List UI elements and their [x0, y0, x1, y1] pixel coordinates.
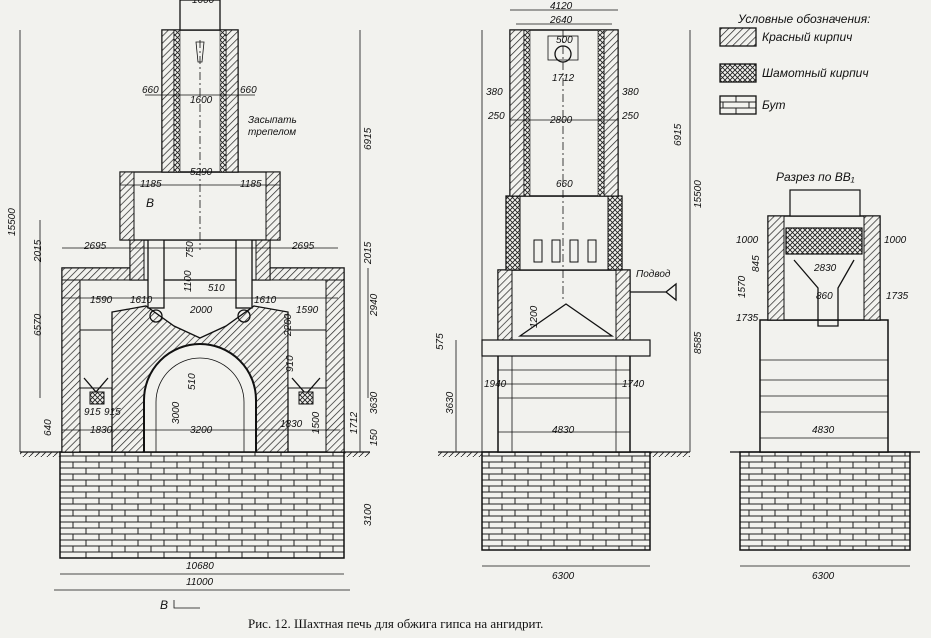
figure-caption: Рис. 12. Шахтная печь для обжига гипса н…	[248, 616, 544, 631]
section-view	[730, 189, 920, 567]
dim-6300-section: 6300	[812, 571, 835, 582]
dim-6300-side: 6300	[552, 571, 575, 582]
dim-640: 640	[43, 419, 54, 436]
dim-15500-side: 15500	[693, 180, 704, 208]
dim-4830-section: 4830	[812, 425, 835, 436]
dim-915-b: 915	[104, 407, 121, 418]
dim-10680: 10680	[186, 561, 214, 572]
dim-1735-left: 1735	[736, 313, 759, 324]
dim-1940: 1940	[484, 379, 507, 390]
dim-1610-right: 1610	[254, 295, 277, 306]
section-mark-b1: В	[160, 598, 169, 612]
dim-15500-front: 15500	[7, 208, 18, 236]
dim-3630-front: 3630	[369, 391, 380, 414]
fill-note-line1: Засыпать	[248, 115, 297, 126]
dim-11000: 11000	[186, 577, 214, 588]
legend-title: Условные обозначения:	[738, 12, 871, 26]
dim-3630-side: 3630	[445, 391, 456, 414]
dim-1185-left: 1185	[140, 179, 162, 190]
dim-510-a: 510	[208, 283, 225, 294]
dim-2695-left: 2695	[84, 241, 107, 252]
side-foundation	[481, 451, 651, 551]
dim-2015-right: 2015	[363, 241, 374, 264]
dim-2940: 2940	[369, 293, 380, 316]
dim-1100: 1100	[183, 270, 194, 292]
dim-1590-right: 1590	[296, 305, 319, 316]
dim-150: 150	[369, 429, 380, 446]
section-title: Разрез по ВВ₁	[776, 170, 855, 184]
dim-915-a: 915	[84, 407, 101, 418]
dim-2800: 2800	[550, 115, 573, 126]
dim-1740: 1740	[622, 379, 645, 390]
dim-1830-left: 1830	[90, 425, 113, 436]
dim-2200: 2200	[283, 313, 294, 336]
dim-1735-right: 1735	[886, 291, 909, 302]
legend	[719, 27, 757, 115]
dim-4830-side: 4830	[552, 425, 575, 436]
dim-8585: 8585	[693, 331, 704, 354]
dim-6570: 6570	[33, 313, 44, 336]
dim-1500: 1500	[311, 411, 322, 434]
dim-1570: 1570	[737, 275, 748, 298]
dim-250-right: 250	[622, 111, 639, 122]
dim-380-left: 380	[486, 87, 503, 98]
dim-845: 845	[751, 255, 762, 272]
dim-660-side: 660	[556, 179, 573, 190]
dim-4120: 4120	[550, 1, 573, 12]
dim-575: 575	[435, 333, 446, 350]
dim-660-right: 660	[240, 85, 257, 96]
dim-1712-side: 1712	[552, 73, 575, 84]
dim-380-right: 380	[622, 87, 639, 98]
dim-2640: 2640	[550, 15, 573, 26]
legend-swatch-red-brick	[719, 27, 757, 47]
dim-860: 860	[816, 291, 833, 302]
legend-swatch-chamotte-brick	[719, 63, 757, 83]
legend-label-red-brick: Красный кирпич	[762, 30, 853, 44]
dim-1185-right: 1185	[240, 179, 262, 190]
dim-1000-right: 1000	[884, 235, 907, 246]
dim-660-left: 660	[142, 85, 159, 96]
dim-2695-right: 2695	[292, 241, 315, 252]
dim-1712: 1712	[349, 411, 360, 434]
dim-1830-right: 1830	[280, 419, 303, 430]
dim-1610-left: 1610	[130, 295, 153, 306]
supply-note: Подвод	[636, 269, 671, 280]
dim-750: 750	[185, 241, 196, 258]
fill-note-line2: трепелом	[248, 127, 297, 138]
dim-front-top: 1600	[192, 0, 215, 6]
dim-1200: 1200	[529, 305, 540, 328]
dim-2830: 2830	[814, 263, 837, 274]
section-foundation	[739, 451, 911, 551]
legend-label-rubble: Бут	[762, 98, 786, 112]
front-elevation	[19, 0, 370, 609]
dim-5290: 5290	[190, 167, 213, 178]
front-foundation	[59, 451, 345, 559]
dim-2000: 2000	[190, 305, 213, 316]
dim-500: 500	[556, 35, 573, 46]
dim-3100: 3100	[363, 503, 374, 526]
dim-1590-left: 1590	[90, 295, 113, 306]
side-elevation	[438, 9, 691, 567]
legend-swatch-rubble	[719, 95, 757, 115]
dim-6915-front: 6915	[363, 127, 374, 150]
legend-label-chamotte-brick: Шамотный кирпич	[762, 66, 869, 80]
dim-3000: 3000	[171, 401, 182, 424]
dim-1000-left: 1000	[736, 235, 759, 246]
dim-250-left: 250	[488, 111, 505, 122]
dim-3200: 3200	[190, 425, 213, 436]
dim-6915-side: 6915	[673, 123, 684, 146]
dim-2015-left: 2015	[33, 239, 44, 262]
dim-510-b: 510	[187, 373, 198, 390]
section-mark-b: В	[146, 196, 155, 210]
dim-1600: 1600	[190, 95, 213, 106]
dim-910: 910	[285, 355, 296, 372]
